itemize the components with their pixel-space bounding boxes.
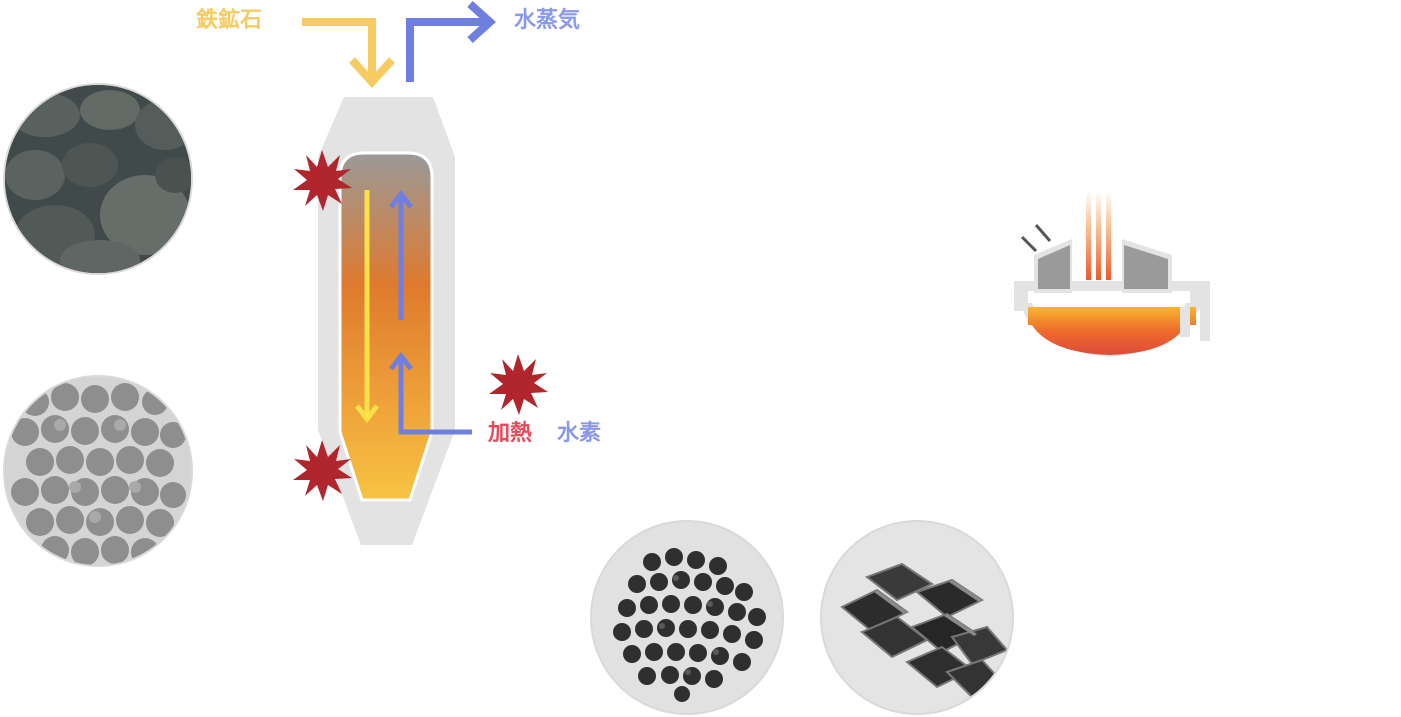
hydrogen-inlet-arrow (398, 358, 472, 435)
furnace-chamber (338, 151, 434, 502)
iron-ore-inlet-arrow (302, 18, 376, 78)
shaft-furnace-diagram (293, 1, 548, 545)
steam-label: 水蒸気 (514, 8, 581, 33)
iron-ore-pellets-photo (3, 375, 193, 567)
steam-outlet-arrow (406, 18, 485, 82)
heat-burst-icon (293, 150, 352, 211)
electric-arc-furnace-icon (1014, 190, 1210, 357)
heating-label: 加熱 (488, 421, 533, 446)
heat-burst-icon (293, 440, 352, 501)
heat-burst-icon (489, 354, 548, 415)
molten-steel (1028, 307, 1196, 355)
iron-ore-label: 鉄鉱石 (196, 8, 263, 33)
reduced-iron-pellets-photo (590, 520, 784, 715)
iron-ore-lumps-photo (3, 83, 193, 275)
reduced-iron-briquettes-photo (820, 520, 1014, 715)
hydrogen-label: 水素 (557, 421, 602, 446)
